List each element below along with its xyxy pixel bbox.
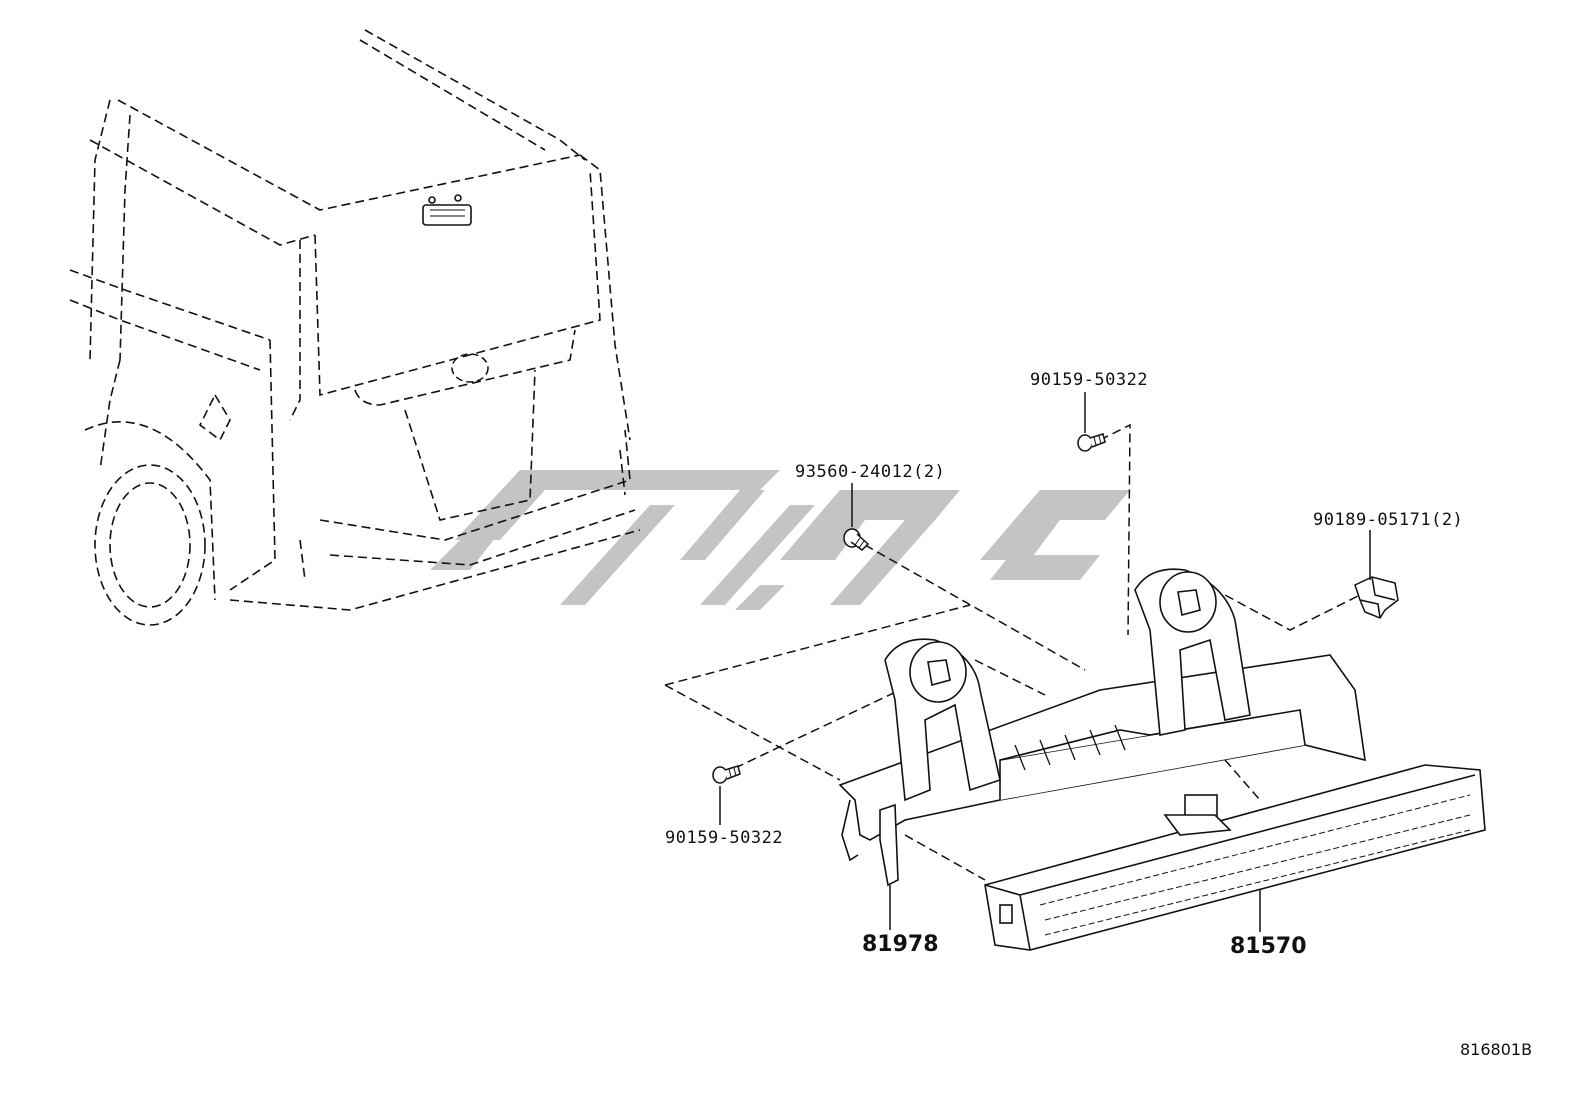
label-lamp: 81570 <box>1230 934 1307 959</box>
bolt-top-shape <box>1077 433 1106 452</box>
stop-lamp-shape <box>984 764 1486 951</box>
screw-center-shape <box>843 528 870 551</box>
label-bracket: 81978 <box>862 932 939 957</box>
assembly-lines <box>664 423 1371 881</box>
clip-right-shape <box>1354 576 1399 619</box>
label-bolt-top: 90159-50322 <box>1030 370 1149 390</box>
leader-lines <box>719 392 1371 932</box>
vehicle-wheel <box>84 421 216 626</box>
vehicle-emblem <box>451 353 489 383</box>
label-screw-center: 93560-24012(2) <box>795 462 946 482</box>
bolt-left-shape <box>712 765 741 784</box>
bracket-shape <box>838 568 1366 887</box>
vehicle-stop-lamp-location <box>422 194 472 226</box>
watermark-logo <box>430 470 1130 610</box>
label-bolt-left: 90159-50322 <box>665 828 784 848</box>
vehicle-outline <box>69 29 641 611</box>
diagram-code: 816801B <box>1460 1040 1533 1059</box>
label-clip-right: 90189-05171(2) <box>1313 510 1464 530</box>
